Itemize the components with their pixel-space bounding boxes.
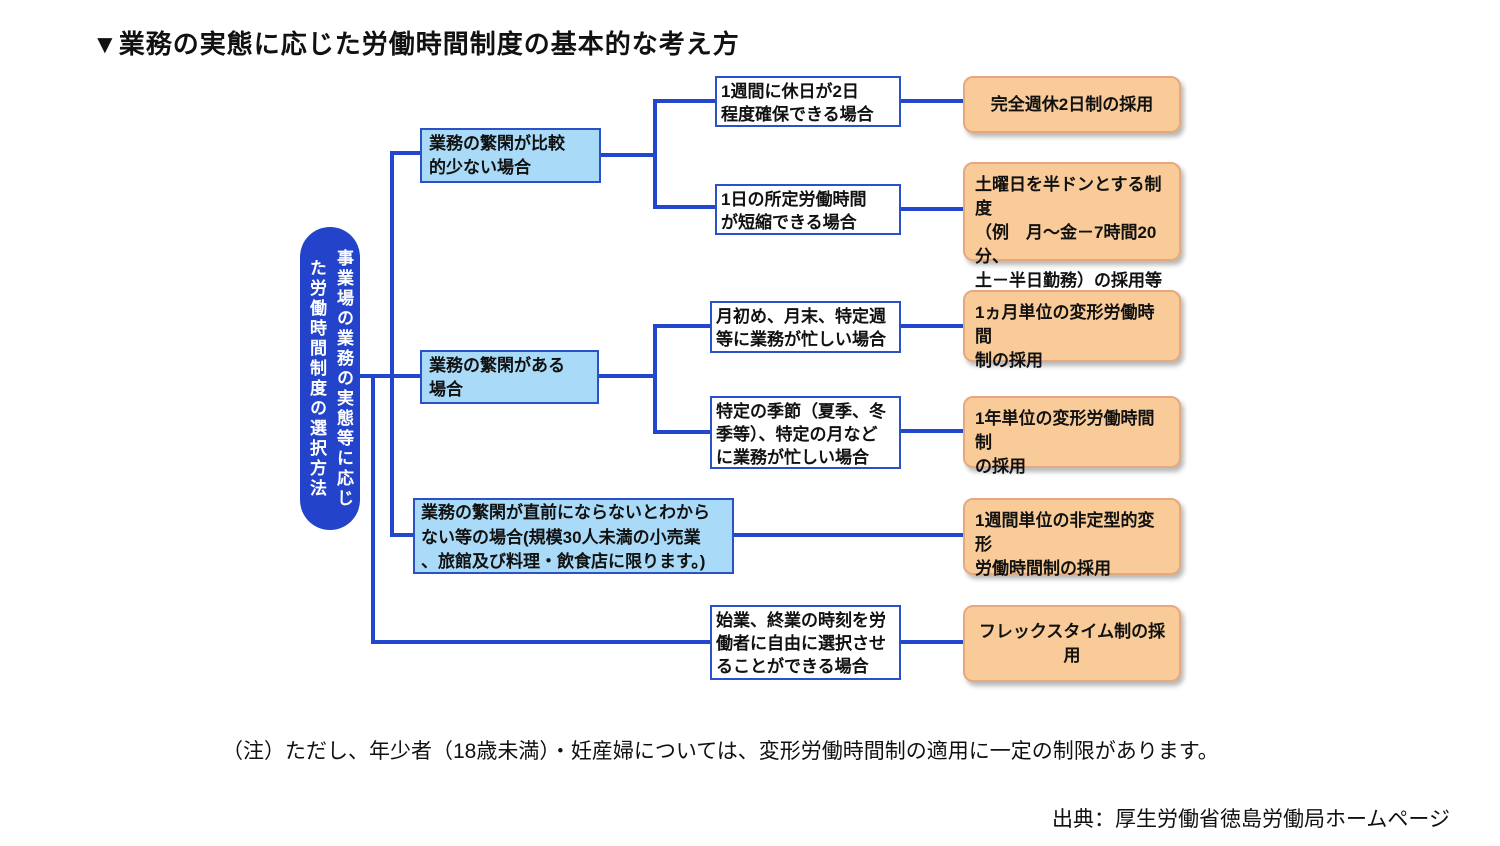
connector-branch2-case2	[653, 430, 710, 434]
situation-box-shorter-workday: 1日の所定労働時間 が短縮できる場合	[715, 184, 901, 235]
page-title: ▼業務の実態に応じた労働時間制度の基本的な考え方	[92, 29, 740, 59]
situation-box-busy-seasons: 特定の季節（夏季、冬 季等）、特定の月など に業務が忙しい場合	[710, 396, 901, 469]
root-label-column-right: 事業場の業務の実態等に応じ	[334, 248, 353, 509]
connector-branch2-vertical	[653, 324, 657, 434]
connector-case3-system3	[900, 324, 963, 328]
connector-to-condition-1	[390, 151, 420, 155]
root-node: 事業場の業務の実態等に応じ た労働時間制度の選択方法	[300, 227, 360, 530]
condition-box-low-busyness: 業務の繁閑が比較 的少ない場合	[420, 128, 601, 183]
connector-root-horizontal	[358, 374, 420, 378]
connector-branch1-case2	[653, 205, 715, 209]
connector-trunk-main	[390, 151, 394, 537]
connector-to-flex-case	[371, 640, 710, 644]
root-label-column-left: た労働時間制度の選択方法	[307, 258, 326, 499]
condition-box-has-busyness: 業務の繁閑がある 場合	[420, 350, 599, 404]
footnote: （注）ただし、年少者（18歳未満）・妊産婦については、変形労働時間制の適用に一定…	[222, 740, 1219, 763]
system-box-flextime: フレックスタイム制の採用	[963, 605, 1181, 682]
connector-branch2-case1	[653, 324, 710, 328]
connector-to-condition-3	[390, 533, 413, 537]
connector-case4-system4	[900, 429, 963, 433]
source-credit: 出典：厚生労働省徳島労働局ホームページ	[1052, 808, 1450, 831]
connector-condition3-system5	[733, 533, 963, 537]
connector-case1-system1	[900, 99, 963, 103]
system-box-weekly-atypical-variable-hours: 1週間単位の非定型的変形 労働時間制の採用	[963, 498, 1181, 578]
situation-box-busy-weeks: 月初め、月末、特定週 等に業務が忙しい場合	[710, 301, 901, 353]
connector-branch1-case1	[653, 99, 715, 103]
connector-trunk-flex	[371, 374, 375, 644]
situation-box-two-days-off: 1週間に休日が2日 程度確保できる場合	[715, 76, 901, 127]
condition-box-unpredictable-busyness: 業務の繁閑が直前にならないとわから ない等の場合(規模30人未満の小売業 、旅館…	[413, 498, 734, 574]
connector-condition2-right	[598, 374, 657, 378]
system-box-full-two-day-weekend: 完全週休2日制の採用	[963, 76, 1181, 133]
system-box-monthly-variable-hours: 1ヵ月単位の変形労働時間 制の採用	[963, 290, 1181, 370]
system-box-yearly-variable-hours: 1年単位の変形労働時間制 の採用	[963, 396, 1181, 476]
connector-condition1-right	[600, 153, 657, 157]
situation-box-free-start-end: 始業、終業の時刻を労 働者に自由に選択させ ることができる場合	[710, 605, 901, 680]
connector-branch1-vertical	[653, 99, 657, 209]
system-box-half-day-saturday: 土曜日を半ドンとする制度 （例 月～金－7時間20分、 土－半日勤務）の採用等	[963, 162, 1181, 290]
connector-case2-system2	[900, 207, 963, 211]
connector-case5-system6	[900, 640, 963, 644]
